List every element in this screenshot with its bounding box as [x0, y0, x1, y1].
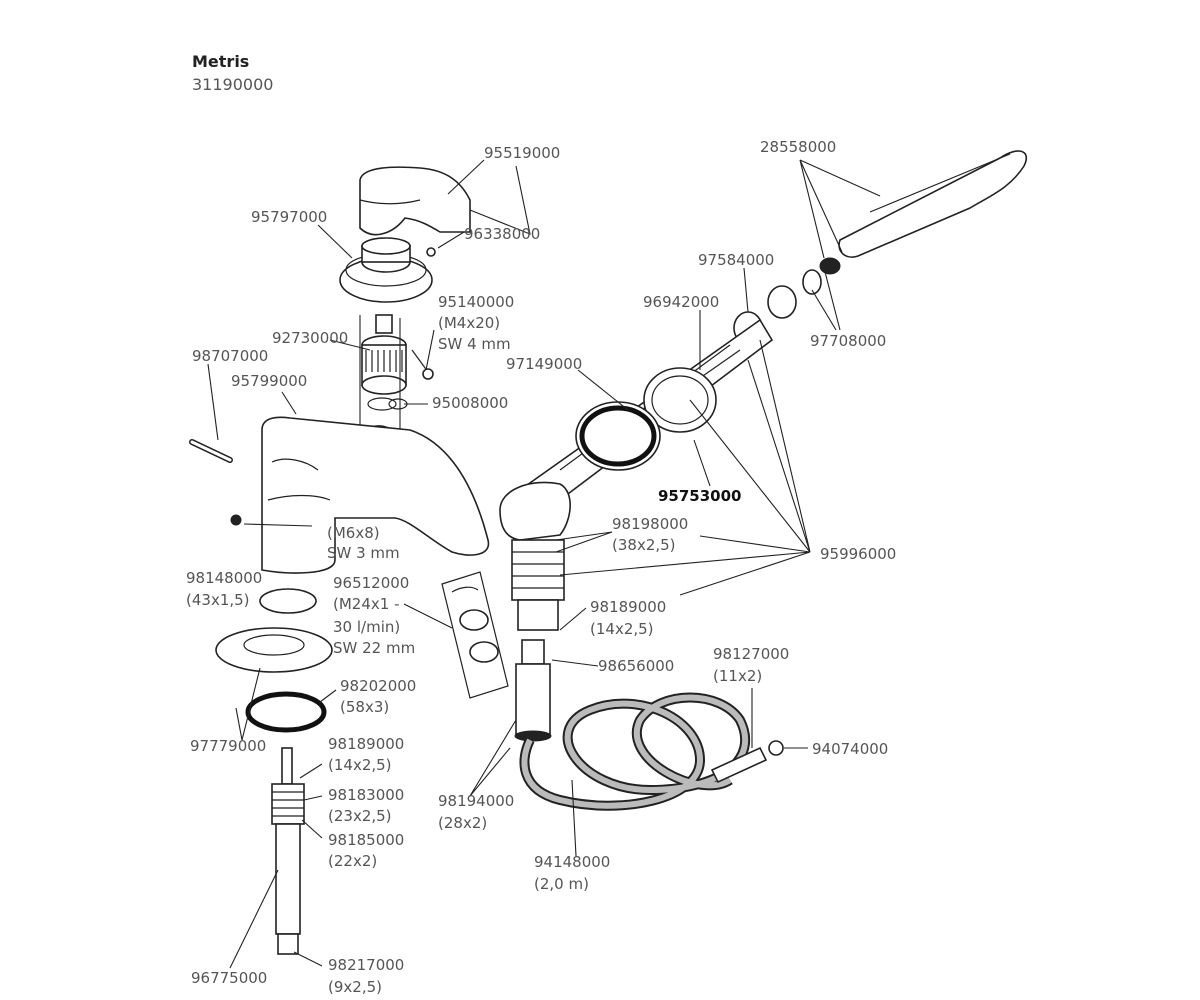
escutcheon: [215, 627, 333, 673]
label-95996000: 95996000: [820, 545, 896, 563]
label-98656000: 98656000: [598, 657, 674, 675]
label-98189000-upper-spec: (14x2,5): [590, 620, 654, 638]
label-98185000: 98185000: [328, 831, 404, 849]
diagram-title: Metris: [192, 52, 250, 71]
set-screw: [230, 514, 242, 526]
label-m6x8: (M6x8): [327, 524, 380, 542]
label-97779000: 97779000: [190, 737, 266, 755]
part-labels: 95519000 95797000 96338000 95140000 (M4x…: [186, 138, 896, 996]
label-96775000: 96775000: [191, 969, 267, 987]
label-95797000: 95797000: [251, 208, 327, 226]
label-98217000-spec: (9x2,5): [328, 978, 382, 996]
label-98217000: 98217000: [328, 956, 404, 974]
label-98183000-spec: (23x2,5): [328, 807, 392, 825]
label-98189000-lower: 98189000: [328, 735, 404, 753]
gasket-58: [245, 691, 327, 733]
label-95799000: 95799000: [231, 372, 307, 390]
label-96338000: 96338000: [464, 225, 540, 243]
diagram-article-number: 31190000: [192, 75, 274, 94]
label-98194000-spec: (28x2): [438, 814, 487, 832]
aerator: [441, 571, 509, 699]
label-95753000: 95753000: [658, 487, 742, 505]
grub-screw: [426, 247, 436, 257]
hose-guide: [518, 285, 797, 517]
label-sw-3mm: SW 3 mm: [327, 544, 400, 562]
label-96512000-spec3: SW 22 mm: [333, 639, 415, 657]
label-96942000: 96942000: [643, 293, 719, 311]
label-97584000: 97584000: [698, 251, 774, 269]
label-98198000: 98198000: [612, 515, 688, 533]
label-92730000: 92730000: [272, 329, 348, 347]
supply-tube: [271, 747, 305, 955]
label-98202000-spec: (58x3): [340, 698, 389, 716]
label-98148000-spec: (43x1,5): [186, 591, 250, 609]
label-98189000-lower-spec: (14x2,5): [328, 756, 392, 774]
label-98185000-spec: (22x2): [328, 852, 377, 870]
spout-body: [261, 416, 490, 574]
label-28558000: 28558000: [760, 138, 836, 156]
label-95140000: 95140000: [438, 293, 514, 311]
label-94148000-spec: (2,0 m): [534, 875, 589, 893]
label-98194000: 98194000: [438, 792, 514, 810]
label-96512000-spec1: (M24x1 -: [333, 595, 399, 613]
label-95140000-spec2: SW 4 mm: [438, 335, 511, 353]
label-97149000: 97149000: [506, 355, 582, 373]
label-98183000: 98183000: [328, 786, 404, 804]
cover-ring: [339, 237, 433, 303]
label-98148000: 98148000: [186, 569, 262, 587]
label-96512000: 96512000: [333, 574, 409, 592]
leader-lines: [207, 159, 881, 969]
label-98202000: 98202000: [340, 677, 416, 695]
label-94148000: 94148000: [534, 853, 610, 871]
label-97708000: 97708000: [810, 332, 886, 350]
label-98127000: 98127000: [713, 645, 789, 663]
cartridge: [361, 314, 407, 395]
cartridge-bolt: [411, 349, 434, 380]
hose-connector: [710, 740, 784, 784]
hand-shower: [802, 150, 1027, 295]
label-95140000-spec1: (M4x20): [438, 314, 500, 332]
label-98127000-spec: (11x2): [713, 667, 762, 685]
label-98707000: 98707000: [192, 347, 268, 365]
o-ring-43: [259, 588, 317, 614]
diverter-body: [499, 481, 571, 742]
lever-handle: [359, 166, 471, 236]
label-98198000-spec: (38x2,5): [612, 536, 676, 554]
label-96512000-spec2: 30 l/min): [333, 618, 400, 636]
label-98189000-upper: 98189000: [590, 598, 666, 616]
label-95519000: 95519000: [484, 144, 560, 162]
label-94074000: 94074000: [812, 740, 888, 758]
label-95008000: 95008000: [432, 394, 508, 412]
